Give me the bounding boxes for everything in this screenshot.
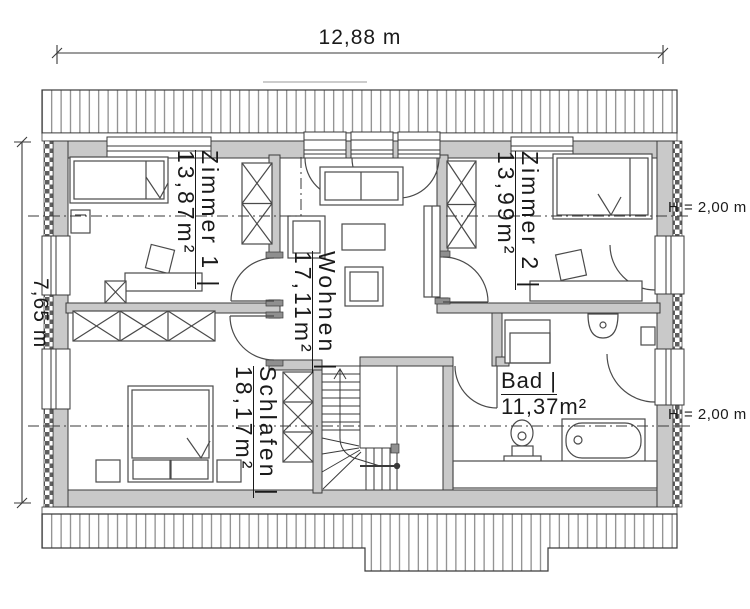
nightstand-schlafen-left bbox=[95, 459, 121, 483]
dimension-depth-label: 7,65 m bbox=[29, 278, 52, 349]
sofa-wohnen bbox=[319, 166, 404, 206]
dimension-left bbox=[14, 136, 31, 509]
room-area-wohnen: 17,11m² bbox=[290, 251, 316, 355]
niche-bad bbox=[640, 326, 656, 346]
bed-schlafen bbox=[127, 385, 214, 483]
window-bad-right bbox=[654, 348, 685, 406]
door-schlafen bbox=[229, 315, 275, 361]
bathtub-bad bbox=[561, 418, 646, 463]
room-label-schlafen: Schlafen | 18,17m² bbox=[231, 366, 281, 526]
dimension-width-label: 12,88 m bbox=[318, 26, 402, 49]
height-marker-upper: H = 2,00 m bbox=[668, 199, 747, 216]
window-zimmer2-right bbox=[654, 235, 685, 295]
coffee-table-wohnen bbox=[341, 223, 386, 251]
chair-zimmer1 bbox=[144, 243, 176, 275]
door-bad bbox=[454, 365, 498, 409]
room-name-bad: Bad | bbox=[501, 368, 557, 395]
bed-zimmer1 bbox=[69, 156, 169, 204]
room-label-zimmer1: Zimmer 1 | 13,87m² bbox=[173, 150, 223, 325]
armchair-wohnen-2 bbox=[344, 266, 384, 307]
room-area-bad: 11,37m² bbox=[501, 394, 588, 419]
height-lines bbox=[28, 157, 692, 427]
chair-zimmer2 bbox=[554, 248, 588, 282]
window-door-bad bbox=[606, 353, 656, 403]
staircase bbox=[321, 365, 401, 491]
desk-zimmer2 bbox=[529, 280, 643, 302]
window-door-zimmer2 bbox=[609, 244, 656, 291]
windows bbox=[41, 131, 685, 410]
room-area-zimmer1: 13,87m² bbox=[173, 150, 199, 256]
dimension-lines bbox=[14, 45, 669, 509]
height-marker-lower: H = 2,00 m bbox=[668, 406, 747, 423]
washbasin-bad bbox=[587, 313, 619, 339]
wardrobe-schlafen-top bbox=[72, 310, 216, 342]
stair-handrail bbox=[360, 443, 401, 470]
knee-storage-bad bbox=[452, 460, 658, 489]
room-name-zimmer1: Zimmer 1 | bbox=[195, 150, 223, 290]
room-label-bad: Bad | 11,37m² bbox=[501, 368, 587, 420]
toilet-bad bbox=[503, 419, 542, 468]
window-zimmer1-left bbox=[41, 235, 71, 296]
wardrobe-schlafen-right bbox=[282, 371, 314, 463]
wardrobe-zimmer2 bbox=[446, 160, 477, 249]
door-zimmer1 bbox=[230, 257, 275, 302]
dimension-top bbox=[51, 45, 669, 64]
shower-bad bbox=[504, 319, 551, 364]
roof-bottom bbox=[41, 506, 678, 572]
armchair-wohnen-1 bbox=[287, 215, 326, 259]
bed-zimmer2 bbox=[552, 153, 653, 220]
room-label-wohnen: Wohnen | 17,11m² bbox=[290, 251, 340, 426]
window-zimmer2-top bbox=[510, 136, 574, 159]
furniture bbox=[69, 153, 658, 489]
room-area-zimmer2: 13,99m² bbox=[493, 151, 519, 257]
shelf-wohnen bbox=[423, 205, 441, 298]
stair-walkline bbox=[333, 368, 381, 467]
room-label-zimmer2: Zimmer 2 | 13,99m² bbox=[493, 151, 543, 326]
dormer-windows bbox=[303, 131, 441, 159]
room-name-zimmer2: Zimmer 2 | bbox=[515, 151, 543, 291]
room-name-wohnen: Wohnen | bbox=[312, 251, 340, 373]
nightstand-schlafen-right bbox=[216, 459, 242, 483]
room-area-schlafen: 18,17m² bbox=[231, 366, 257, 472]
nightstand-zimmer1 bbox=[70, 209, 91, 234]
room-name-schlafen: Schlafen | bbox=[253, 366, 281, 498]
wardrobe-zimmer1 bbox=[241, 162, 273, 245]
window-zimmer1-top bbox=[106, 136, 212, 159]
window-schlafen-left bbox=[41, 348, 71, 410]
door-zimmer2 bbox=[442, 256, 489, 303]
stool-zimmer1 bbox=[104, 280, 127, 304]
door-posts bbox=[265, 250, 451, 367]
